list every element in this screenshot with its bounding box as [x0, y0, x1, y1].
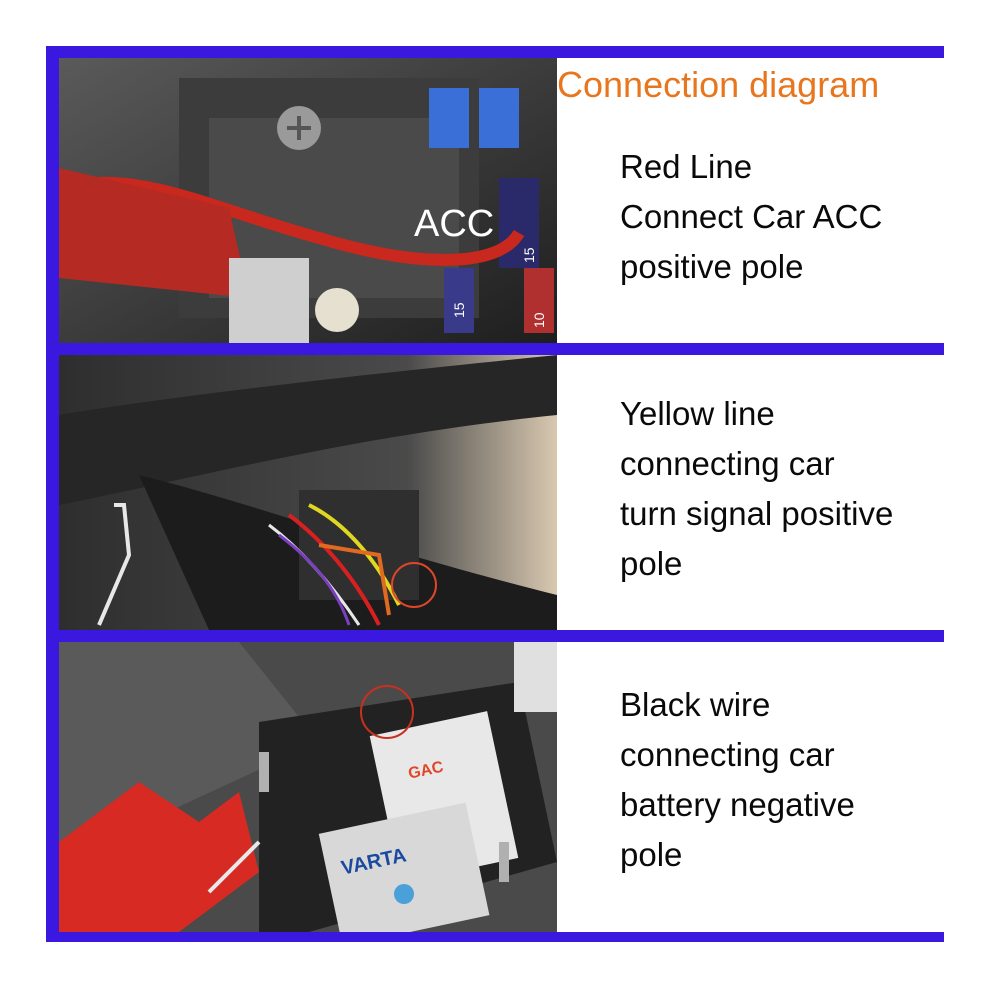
black-wire-caption: Black wire connecting car battery negati…	[620, 680, 855, 880]
caption-line: Yellow line	[620, 395, 775, 432]
caption-line: connecting car	[620, 445, 835, 482]
caption-line: Black wire	[620, 686, 771, 723]
caption-line: Red Line	[620, 148, 753, 185]
row-black-wire: GAC VARTA Black wire connecting car batt…	[59, 642, 952, 932]
acc-fuse-photo: ACC 15 15 10	[59, 58, 557, 343]
caption-line: positive pole	[620, 248, 804, 285]
fuse-label: 15	[451, 302, 467, 318]
battery-photo: GAC VARTA	[59, 642, 557, 932]
fuse-label: 15	[521, 247, 537, 263]
page-title: Connection diagram	[557, 64, 880, 105]
caption-line: pole	[620, 836, 683, 873]
row-yellow-line: Yellow line connecting car turn signal p…	[59, 355, 952, 630]
fuse-label: 10	[531, 312, 547, 328]
diagram-frame: ACC 15 15 10 Connection diagram Red Line…	[46, 46, 952, 942]
caption-line: pole	[620, 545, 683, 582]
red-line-text-panel: Connection diagram Red Line Connect Car …	[557, 58, 952, 343]
acc-label: ACC	[414, 203, 494, 245]
caption-line: connecting car	[620, 736, 835, 773]
yellow-line-caption: Yellow line connecting car turn signal p…	[620, 389, 893, 589]
row-red-line: ACC 15 15 10 Connection diagram Red Line…	[59, 58, 952, 343]
caption-line: turn signal positive	[620, 495, 894, 532]
caption-line: battery negative	[620, 786, 855, 823]
red-line-caption: Red Line Connect Car ACC positive pole	[620, 142, 882, 292]
caption-line: Connect Car ACC	[620, 198, 883, 235]
yellow-line-text-panel: Yellow line connecting car turn signal p…	[557, 355, 952, 630]
black-wire-text-panel: Black wire connecting car battery negati…	[557, 642, 952, 932]
turn-signal-photo	[59, 355, 557, 630]
